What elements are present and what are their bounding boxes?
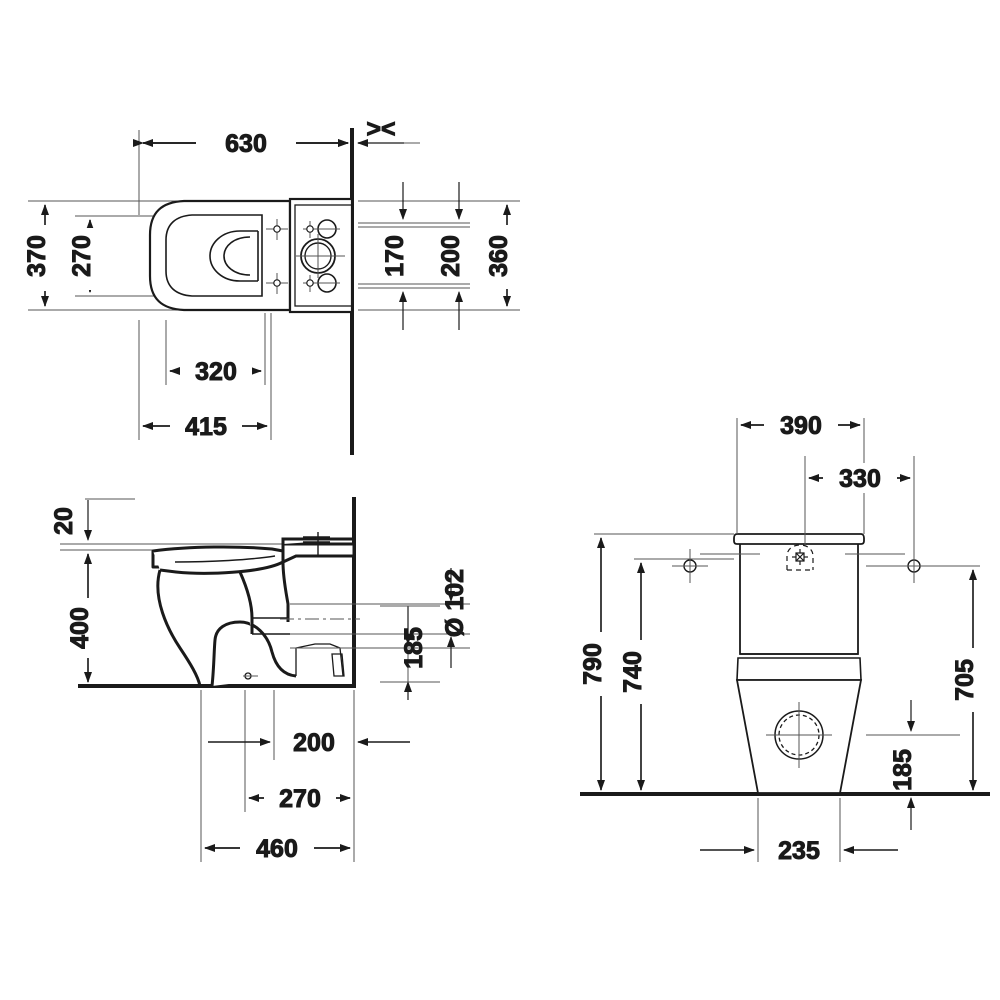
dim-390: 390 bbox=[740, 410, 861, 441]
dim-460-label: 460 bbox=[256, 835, 298, 863]
dim-370: 370 bbox=[23, 204, 60, 307]
dim-270-side-label: 270 bbox=[279, 785, 321, 813]
cistern-side-detail bbox=[303, 532, 330, 556]
top-view: 630 >< 370 270 bbox=[23, 115, 522, 455]
dim-320-label: 320 bbox=[195, 358, 237, 386]
dim-320: 320 bbox=[169, 356, 262, 387]
dim-740-label: 740 bbox=[619, 651, 647, 693]
dim-d102: Ø 102 bbox=[441, 568, 470, 668]
dim-400: 400 bbox=[66, 553, 103, 683]
break-marker-label: >< bbox=[366, 115, 395, 143]
front-fix-left bbox=[672, 549, 708, 583]
toilet-side-body bbox=[151, 545, 297, 687]
dim-790-label: 790 bbox=[579, 643, 607, 685]
dim-20: 20 bbox=[50, 500, 92, 541]
dim-200-top: 200 bbox=[437, 182, 466, 330]
dim-20-label: 20 bbox=[50, 507, 78, 535]
dim-200-side-label: 200 bbox=[293, 729, 335, 757]
dim-235: 235 bbox=[700, 837, 898, 866]
dim-705: 705 bbox=[951, 569, 988, 791]
dim-360: 360 bbox=[485, 204, 522, 307]
dim-270-side: 270 bbox=[248, 783, 351, 814]
dim-330-label: 330 bbox=[839, 465, 881, 493]
break-marker: >< bbox=[357, 115, 420, 147]
dim-370-label: 370 bbox=[23, 235, 51, 277]
dim-185-front: 185 bbox=[889, 700, 918, 830]
dim-705-label: 705 bbox=[951, 659, 979, 701]
dim-630-label: 630 bbox=[225, 130, 267, 158]
dim-415: 415 bbox=[142, 411, 268, 442]
dim-790: 790 bbox=[579, 537, 616, 791]
toilet-plan-seat-opening bbox=[209, 230, 259, 282]
dim-170-label: 170 bbox=[381, 235, 409, 277]
dim-185-front-label: 185 bbox=[889, 749, 917, 791]
plan-fixing-marks bbox=[266, 219, 288, 294]
dim-400-label: 400 bbox=[66, 607, 94, 649]
dim-390-label: 390 bbox=[780, 412, 822, 440]
dim-415-label: 415 bbox=[185, 413, 227, 441]
dim-630: 630 bbox=[133, 128, 349, 159]
toilet-plan-outline bbox=[148, 199, 292, 312]
dim-200-top-label: 200 bbox=[437, 235, 465, 277]
dim-185-side-label: 185 bbox=[400, 627, 428, 669]
cistern-plan-holes bbox=[296, 219, 345, 293]
toilet-plan-seat-inner bbox=[165, 214, 263, 297]
side-view: 20 400 bbox=[50, 497, 470, 864]
dim-330: 330 bbox=[808, 463, 911, 494]
dim-740: 740 bbox=[619, 562, 656, 791]
front-joint-band bbox=[736, 657, 862, 681]
dim-270: 270 bbox=[68, 219, 105, 293]
dim-170: 170 bbox=[381, 182, 410, 330]
dim-200-side: 200 bbox=[208, 729, 410, 758]
front-cistern bbox=[733, 533, 865, 655]
dim-460: 460 bbox=[204, 833, 351, 864]
dim-270-label: 270 bbox=[68, 235, 96, 277]
side-outlet-stub bbox=[295, 643, 345, 677]
toilet-side-inner bbox=[174, 555, 290, 635]
dim-185-side: 185 bbox=[400, 606, 429, 700]
dim-235-label: 235 bbox=[778, 837, 820, 865]
front-view: 390 330 790 740 705 bbox=[579, 410, 990, 866]
dim-360-label: 360 bbox=[485, 235, 513, 277]
dim-d102-label: Ø 102 bbox=[441, 569, 469, 637]
front-outlet-circle bbox=[766, 702, 832, 768]
front-flush-button bbox=[786, 544, 814, 571]
